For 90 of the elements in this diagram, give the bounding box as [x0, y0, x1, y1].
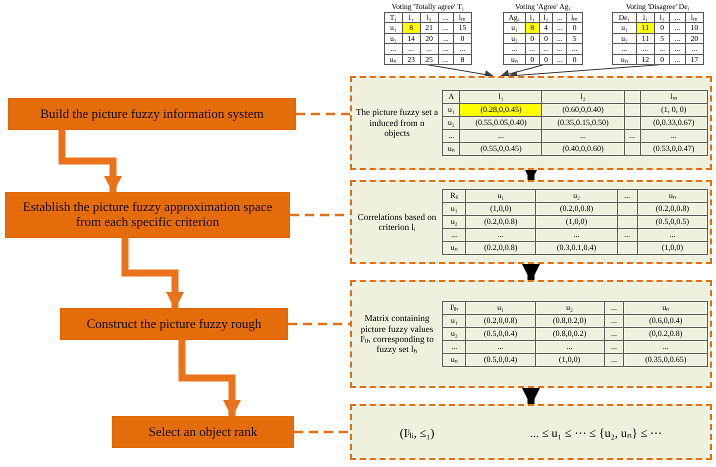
matrix-value: (0.40,0,0.60)	[542, 142, 624, 156]
column-header: lₘ	[640, 90, 708, 104]
connector-line	[288, 322, 350, 326]
row-header: uₙ	[442, 242, 466, 254]
matrix-value: (0.8,0,0.2)	[535, 328, 604, 340]
dashed-panel	[350, 280, 712, 388]
row-header: uₙ	[442, 142, 460, 156]
column-header: Iˡₗₕ	[442, 302, 466, 314]
panel-description: Correlations based on criterion lᵢ	[356, 212, 438, 232]
matrix-value: ...	[637, 228, 708, 242]
dashed-panel	[350, 76, 712, 170]
matrix-value: (0.55,0.05,0.40)	[460, 116, 542, 130]
process-box: Select an object rank	[112, 416, 294, 448]
matrix-value: (0,0.2,0.8)	[624, 328, 708, 340]
matrix-value: (0.35,0,0.65)	[624, 354, 708, 366]
matrix-value: ...	[460, 130, 542, 142]
column-header: A	[442, 90, 460, 104]
matrix-value: (0.35,0.15,0.50)	[542, 116, 624, 130]
row-header: u₂	[442, 116, 460, 130]
row-header: u₁	[442, 202, 466, 216]
row-header: ...	[442, 130, 460, 142]
panel-description: Matrix containing picture fuzzy values Iˡₗₕ corresponding to fuzzy set lₕ	[359, 313, 435, 355]
matrix-value: ...	[604, 340, 624, 354]
row-header: u₂	[442, 216, 466, 228]
column-header: ...	[617, 190, 638, 202]
row-header: u₁	[442, 314, 466, 328]
connector-line	[296, 112, 350, 116]
matrix-value: ...	[536, 228, 618, 242]
process-box: Establish the picture fuzzy approximation space from each specific criterion	[5, 192, 290, 238]
arrow	[178, 340, 241, 418]
matrix-value: (0.3,0.1,0.4)	[536, 242, 618, 254]
matrix-value: (0.2,0,0.8)	[536, 202, 618, 216]
matrix-value: (1, 0, 0)	[640, 104, 708, 116]
matrix-value: (0.28,0,0.45)	[460, 104, 542, 116]
column-header: l₁	[460, 90, 542, 104]
matrix-value: ...	[617, 228, 638, 242]
matrix-value: (1,0,0)	[637, 242, 708, 254]
connector-line	[294, 430, 350, 434]
matrix-value: (1,0,0)	[466, 202, 536, 216]
matrix-value: ...	[624, 340, 708, 354]
matrix-value: (0.5,0,0.4)	[466, 328, 536, 340]
matrix-value: ...	[604, 328, 624, 340]
row-header: ...	[442, 340, 466, 354]
matrix-value: (1,0,0)	[535, 354, 604, 366]
arrow	[428, 64, 494, 79]
dashed-panel	[350, 180, 712, 264]
matrix-value: ...	[466, 228, 536, 242]
arrow	[500, 64, 544, 78]
row-header: u₂	[442, 328, 466, 340]
row-header: uₙ	[442, 354, 466, 366]
matrix-value: ...	[542, 130, 624, 142]
panel-description: The picture fuzzy set a induced from n objects	[355, 107, 439, 139]
matrix-value: (0.55,0,0.45)	[460, 142, 542, 156]
column-header: uₙ	[624, 302, 708, 314]
column-header: u₂	[536, 190, 618, 202]
matrix-value: (1,0,0)	[536, 216, 618, 228]
matrix-value: (0.6,0,0.4)	[624, 314, 708, 328]
matrix-value: ...	[624, 130, 640, 142]
formula-text: (Iʲₗᵢ, ≤₁)	[400, 424, 434, 440]
arrow	[521, 262, 541, 282]
matrix-value: (0.53,0,0.47)	[640, 142, 708, 156]
matrix-value: (0.60,0,0.40)	[542, 104, 624, 116]
matrix-value: (0.2,0,0.8)	[466, 314, 536, 328]
column-header: u₁	[466, 190, 536, 202]
matrix-value: (0.5,0,0.4)	[466, 354, 536, 366]
column-header: u₂	[535, 302, 604, 314]
formula-text: ... ≤ u₁ ≤ ⋯ ≤ {u₂, uₙ} ≤ ⋯	[530, 424, 662, 440]
matrix-value: ...	[640, 130, 708, 142]
column-header: Rₗᵢ	[442, 190, 466, 202]
arrow	[122, 238, 184, 310]
matrix-value: ...	[466, 340, 536, 354]
column-header: u₁	[466, 302, 536, 314]
matrix-value: (0,0.33,0.67)	[640, 116, 708, 130]
arrow	[58, 130, 122, 194]
matrix-value: (0.2,0,0.8)	[466, 242, 536, 254]
matrix-value: ...	[535, 340, 604, 354]
column-header: uₙ	[637, 190, 708, 202]
matrix-value: (0.2,0,0.8)	[466, 216, 536, 228]
matrix-value: (0.8,0.2,0)	[535, 314, 604, 328]
column-header: l₂	[542, 90, 624, 104]
matrix-value: (0.2,0,0.8)	[637, 202, 708, 216]
row-header: ...	[442, 228, 466, 242]
process-box: Construct the picture fuzzy rough	[60, 308, 288, 340]
process-box: Build the picture fuzzy information system	[8, 98, 296, 130]
matrix-value: (0.5,0,0.5)	[637, 216, 708, 228]
matrix-value: ...	[604, 314, 624, 328]
column-header: ...	[604, 302, 624, 314]
arrow	[521, 386, 541, 406]
dashed-panel	[350, 404, 712, 460]
matrix-value: ...	[604, 354, 624, 366]
